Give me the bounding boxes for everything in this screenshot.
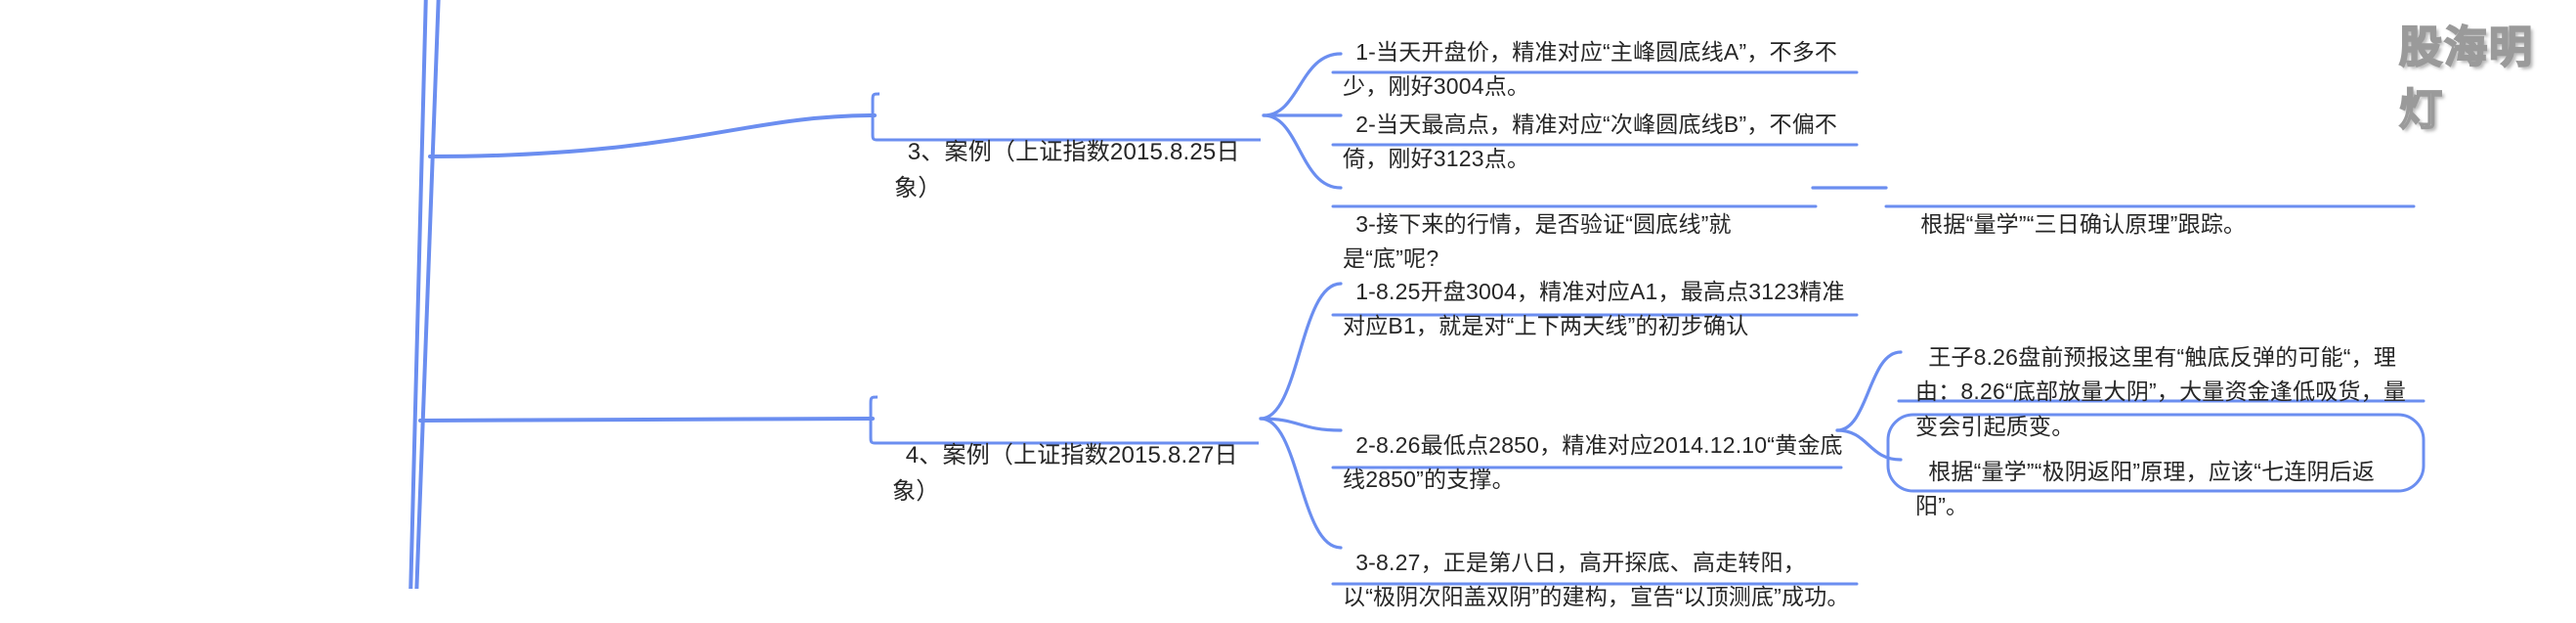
leaf-label: 根据“量学”“极阴返阳”原理，应该“七连阴后返阳”。 [1915,458,2376,519]
leaf-node-case3-3-1[interactable]: 根据“量学”“三日确认原理”跟踪。 [1896,168,2424,249]
trunk-line-inner [414,0,441,589]
leaf-node-case3-3[interactable]: 3-接下来的行情，是否验证“圆底线”就是“底”呢? [1331,168,1829,285]
connector-trunk-to-case3 [428,113,877,158]
trunk-line-outer [408,0,428,589]
leaf-label: 3-8.27，正是第八日，高开探底、高走转阳，以“极阴次阳盖双阴”的建构，宣告“… [1343,549,1850,610]
leaf-label: 1-当天开盘价，精准对应“主峰圆底线A”，不多不少，刚好3004点。 [1343,38,1838,100]
branch-label: 4、案例（上证指数2015.8.27日象） [892,442,1238,506]
connector-case3-to-1 [1262,52,1343,117]
leaf-node-case3-1[interactable]: 1-当天开盘价，精准对应“主峰圆底线A”，不多不少，刚好3004点。 [1331,0,1867,112]
branch-node-case4[interactable]: 4、案例（上证指数2015.8.27日象） [882,397,1264,520]
leaf-node-case4-2-2[interactable]: 根据“量学”“极阴返阳”原理，应该“七连阴后返阳”。 [1904,416,2417,532]
leaf-node-case3-2[interactable]: 2-当天最高点，精准对应“次峰圆底线B”，不偏不倚，刚好3123点。 [1331,68,1867,185]
leaf-label: 王子8.26盘前预报这里有“触底反弹的可能“，理由：8.26“底部放量大阴”，大… [1915,343,2407,439]
connector-case4-2-to-sub2 [1835,428,1903,462]
connector-case4-to-1 [1259,282,1343,421]
connector-trunk-to-case4 [418,417,875,423]
leaf-label: 1-8.25开盘3004，精准对应A1，最高点3123精准对应B1，就是对“上下… [1343,278,1845,339]
leaf-label: 3-接下来的行情，是否验证“圆底线”就是“底”呢? [1343,210,1732,272]
leaf-label: 2-8.26最低点2850，精准对应2014.12.10“黄金底线2850”的支… [1343,431,1843,493]
mindmap-canvas [408,0,2426,589]
leaf-node-case4-3[interactable]: 3-8.27，正是第八日，高开探底、高走转阳，以“极阴次阳盖双阴”的建构，宣告“… [1331,507,1867,623]
leaf-node-case4-2-1[interactable]: 王子8.26盘前预报这里有“触底反弹的可能“，理由：8.26“底部放量大阴”，大… [1904,301,2431,453]
box-case3-title [871,92,1261,142]
watermark: 股海明灯 [2398,12,2576,137]
leaf-node-case4-2[interactable]: 2-8.26最低点2850，精准对应2014.12.10“黄金底线2850”的支… [1331,389,1867,506]
box-case4-title [869,395,1259,445]
branch-label: 3、案例（上证指数2015.8.25日象） [894,139,1240,202]
connector-case4-to-2 [1259,417,1343,432]
leaf-label: 2-当天最高点，精准对应“次峰圆底线B”，不偏不倚，刚好3123点。 [1343,111,1838,172]
branch-node-case3[interactable]: 3、案例（上证指数2015.8.25日象） [884,94,1266,217]
leaf-node-case4-1[interactable]: 1-8.25开盘3004，精准对应A1，最高点3123精准对应B1，就是对“上下… [1331,236,1867,352]
connector-case4-2-to-sub1 [1835,350,1903,432]
leaf-label: 根据“量学”“三日确认原理”跟踪。 [1920,210,2247,237]
connector-case3-to-3 [1262,113,1343,190]
box-case4-2-2 [1886,413,2426,493]
watermark-text: 股海明灯 [2398,22,2534,135]
connector-case4-to-3 [1259,417,1343,550]
